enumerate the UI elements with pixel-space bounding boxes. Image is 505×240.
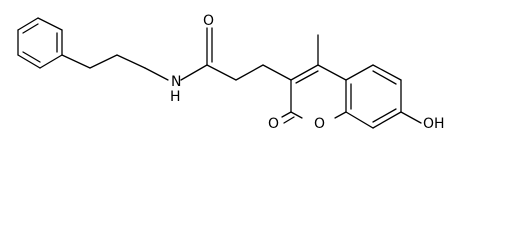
bond: [180, 64, 208, 81]
pyranone-ring: [281, 34, 347, 124]
ring-oxygen-label: O: [314, 116, 325, 132]
lactone-carbonyl-oxygen-label: O: [268, 116, 279, 132]
bond: [17, 17, 39, 31]
side-chain: [61, 27, 292, 81]
benzo-ring: [345, 64, 422, 129]
bond: [39, 54, 63, 69]
bond: [22, 23, 39, 34]
bond: [372, 111, 402, 129]
phenyl-ring: [17, 17, 63, 69]
atom-labels: N H O O O OH: [170, 13, 445, 132]
bond: [17, 54, 41, 69]
bond: [281, 111, 292, 118]
amide-hydrogen-label: H: [170, 89, 181, 105]
bond: [372, 70, 397, 85]
amide-nitrogen-label: N: [171, 74, 181, 90]
bond: [206, 64, 237, 81]
bond: [334, 111, 347, 119]
hydroxyl-label: OH: [423, 116, 445, 132]
bond: [262, 64, 292, 81]
bond: [345, 64, 374, 81]
amide-oxygen-label: O: [203, 13, 214, 29]
bond: [22, 51, 41, 63]
bond: [116, 54, 146, 69]
bond: [290, 64, 319, 81]
structure-diagram: N H O O O OH: [17, 13, 445, 132]
bond: [372, 64, 402, 81]
bond: [235, 64, 264, 81]
bond: [345, 111, 374, 129]
bond: [317, 64, 347, 81]
bond: [144, 67, 169, 81]
bond: [295, 70, 319, 84]
bond: [89, 54, 118, 69]
bond: [37, 17, 63, 31]
bond: [372, 108, 397, 123]
bond: [61, 54, 91, 69]
bond: [283, 116, 295, 124]
bond: [400, 111, 422, 124]
bond: [290, 111, 303, 119]
